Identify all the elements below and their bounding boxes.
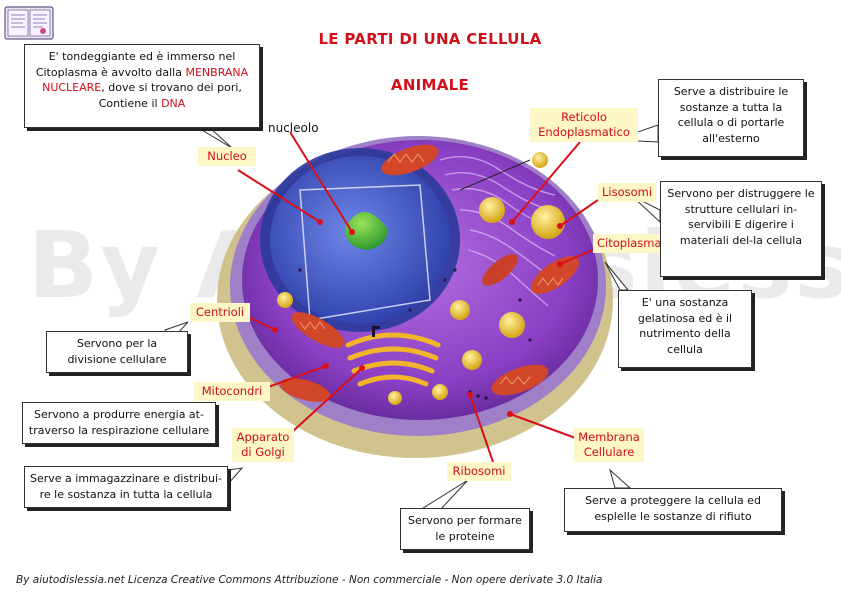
lisosomi-callout: Servono per distruggere le strutture cel… [660, 181, 822, 277]
mitocondri-callout: Servono a produrre energia at-traverso l… [22, 402, 216, 444]
page-subtitle: ANIMALE [390, 76, 470, 94]
lysosome [479, 197, 505, 223]
membrana-callout: Serve a proteggere la cellula ed esplell… [564, 488, 782, 532]
lysosome [450, 300, 470, 320]
book-logo-icon [3, 3, 55, 43]
lysosome [532, 152, 548, 168]
lysosome [277, 292, 293, 308]
reticolo-callout: Serve a distribuire le sostanze a tutta … [658, 79, 804, 157]
ribosomes [298, 268, 532, 400]
nucleolus [345, 212, 388, 250]
lysosome [388, 391, 402, 405]
membrana-nucleare-highlight: MENBRANA NUCLEARE [42, 65, 249, 95]
citoplasma-callout: E' una sostanza gelatinosa ed è il nutri… [618, 290, 752, 368]
centrioli-callout: Servono per la divisione cellulare [46, 331, 188, 373]
centrioles [372, 326, 380, 337]
lysosome [499, 312, 525, 338]
lysosome [432, 384, 448, 400]
lysosome [462, 350, 482, 370]
reticolo-label: Reticolo Endoplasmatico [530, 108, 638, 142]
ribosomi-label: Ribosomi [447, 462, 511, 481]
mitocondri-label: Mitocondri [194, 382, 270, 401]
pointer-lines [237, 131, 599, 463]
nucleo-label: Nucleo [198, 147, 256, 166]
page-title: LE PARTI DI UNA CELLULA [318, 30, 542, 48]
dna-highlight: DNA [161, 96, 186, 110]
license-footer: By aiutodislessia.net Licenza Creative C… [16, 574, 603, 586]
centrioli-label: Centrioli [190, 303, 250, 322]
nucleo-callout: E' tondeggiante ed è immerso nel Citopla… [24, 44, 260, 128]
membrana-label: Membrana Cellulare [574, 428, 644, 462]
ribosomi-callout: Servono per formare le proteine [400, 508, 530, 550]
citoplasma-label: Citoplasma [593, 234, 662, 253]
nucleolo-label: nucleolo [268, 121, 319, 135]
lisosomi-label: Lisosomi [598, 183, 656, 202]
golgi-label: Apparato di Golgi [232, 428, 294, 462]
lysosome [531, 205, 565, 239]
golgi-callout: Serve a immagazzinare e distribui-re le … [24, 466, 228, 508]
